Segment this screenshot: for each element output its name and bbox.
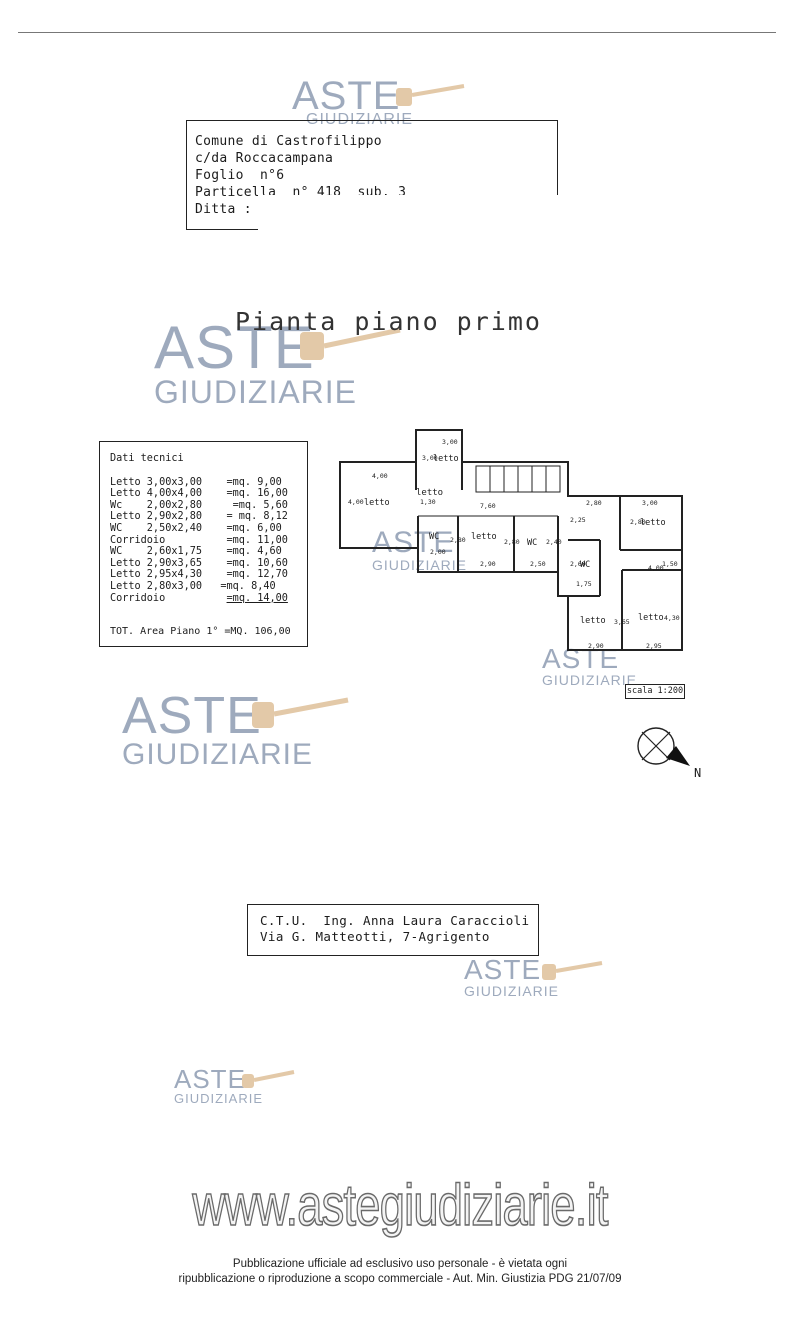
comune-line: Comune di Castrofilippo [195, 134, 382, 149]
watermark-aste: ASTE GIUDIZIARIE [122, 687, 314, 771]
tech-line: WC 2,60x1,75 =mq. 4,60 [110, 546, 282, 558]
foglio-line: Foglio n°6 [195, 168, 285, 183]
tech-heading: Dati tecnici [110, 453, 184, 464]
dimension-label: 4,00 [648, 564, 664, 572]
room-label: WC [429, 532, 440, 542]
tech-line: Wc 2,00x2,80 =mq. 5,60 [110, 499, 288, 511]
footer-line: Pubblicazione ufficiale ad esclusivo uso… [232, 1258, 568, 1270]
dimension-label: 2,90 [588, 642, 604, 650]
dimension-label: 2,80 [586, 499, 602, 507]
gavel-icon [542, 961, 603, 980]
dimension-label: 2,95 [646, 642, 662, 650]
dimension-label: 2,80 [630, 518, 646, 526]
dimension-label: 1,75 [576, 580, 592, 588]
gavel-icon [300, 327, 401, 360]
tech-data-box: Dati tecnici Letto 3,00x3,00 =mq. 9,00 L… [99, 441, 308, 647]
page-title: Pianta piano primo [235, 307, 542, 336]
room-label: letto [364, 498, 390, 508]
room-label: WC [527, 538, 538, 548]
contrada-line: c/da Roccacampana [195, 151, 334, 166]
tech-total: TOT. Area Piano 1° =MQ. 106,00 [110, 626, 291, 637]
watermark-aste: ASTE GIUDIZIARIE [174, 1064, 264, 1106]
north-label: N [694, 766, 702, 780]
tech-lines: Dati tecnici Letto 3,00x3,00 =mq. 9,00 L… [110, 453, 288, 604]
footer-notice: Pubblicazione ufficiale ad esclusivo uso… [0, 1257, 800, 1287]
dimension-label: 7,60 [480, 502, 496, 510]
plan-labels: letto letto WC letto WC WC letto letto l… [330, 420, 690, 700]
watermark-aste: ASTE GIUDIZIARIE [154, 314, 358, 410]
gavel-icon [242, 1070, 295, 1088]
dimension-label: 2,50 [530, 560, 546, 568]
dimension-label: 1,30 [420, 498, 436, 506]
scale-label: scala 1:200 [625, 684, 685, 699]
box-mask [258, 195, 558, 231]
dimension-label: 2,40 [546, 538, 562, 546]
tech-line: Letto 2,95x4,30 =mq. 12,70 [110, 569, 288, 581]
gavel-icon [396, 84, 465, 106]
ctu-address: Via G. Matteotti, 7-Agrigento [260, 929, 490, 944]
gavel-icon [252, 697, 349, 728]
north-compass-icon [637, 727, 690, 766]
website-url[interactable]: www.astegiudiziarie.it [192, 1172, 609, 1239]
dimension-label: 3,00 [642, 499, 658, 507]
room-label: WC [580, 560, 591, 570]
footer-line: ripubblicazione o riproduzione a scopo c… [178, 1273, 622, 1285]
top-rule [18, 32, 776, 33]
dimension-label: 3,65 [614, 618, 630, 626]
ctu-name: C.T.U. Ing. Anna Laura Caraccioli [260, 913, 530, 928]
room-label: letto [471, 532, 497, 542]
dimension-label: 2,80 [504, 538, 520, 546]
tech-last-value: =mq. 14,00 [226, 592, 288, 604]
tech-line-last: Corridoio =mq. 14,00 [110, 593, 288, 605]
tech-last-label: Corridoio [110, 592, 227, 604]
dimension-label: 1,50 [662, 560, 678, 568]
tech-line: WC 2,50x2,40 =mq. 6,00 [110, 522, 282, 534]
dimension-label: 4,00 [372, 472, 388, 480]
tech-line: Letto 2,90x2,80 = mq. 8,12 [110, 511, 288, 523]
dimension-label: 3,00 [422, 454, 438, 462]
watermark-aste: ASTE GIUDIZIARIE [292, 74, 414, 128]
dimension-label: 2,00 [430, 548, 446, 556]
dimension-label: 4,30 [664, 614, 680, 622]
room-label: letto [433, 454, 459, 464]
floor-plan: letto [339, 429, 683, 651]
room-label: letto [416, 488, 443, 498]
tech-line: Corridoio =mq. 11,00 [110, 534, 288, 546]
dimension-label: 2,25 [570, 516, 586, 524]
watermark-aste: ASTE GIUDIZIARIE [372, 526, 468, 573]
tech-line: Letto 4,00x4,00 =mq. 16,00 [110, 488, 288, 500]
dimension-label: 4,00 [348, 498, 364, 506]
tech-line: Letto 2,90x3,65 =mq. 10,60 [110, 557, 288, 569]
ditta-line: Ditta : [195, 202, 252, 217]
watermark-aste: ASTE GIUDIZIARIE [464, 954, 560, 999]
dimension-label: 2,60 [570, 560, 586, 568]
room-label: letto [580, 616, 606, 626]
room-label: letto [638, 613, 664, 623]
ctu-box: C.T.U. Ing. Anna Laura Caraccioli Via G.… [247, 904, 539, 956]
ctu-lines: C.T.U. Ing. Anna Laura Caraccioli Via G.… [260, 913, 529, 945]
dimension-label: 3,00 [442, 438, 458, 446]
tech-line: Letto 2,80x3,00 =mq. 8,40 [110, 580, 276, 592]
tech-line: Letto 3,00x3,00 =mq. 9,00 [110, 476, 282, 488]
dimension-label: 2,80 [450, 536, 466, 544]
dimension-label: 2,90 [480, 560, 496, 568]
room-label: letto [640, 518, 666, 528]
